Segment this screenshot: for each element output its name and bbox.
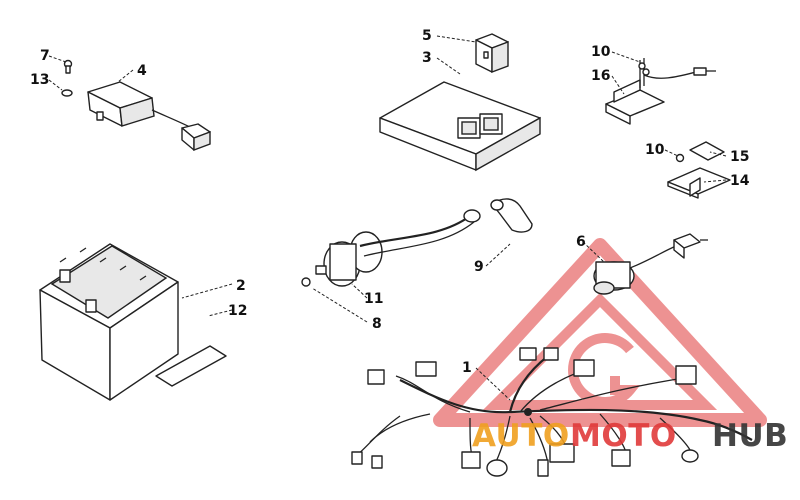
callout-14: 14 — [730, 173, 750, 189]
callout-10-lower: 10 — [645, 142, 665, 158]
leader-lines — [48, 35, 727, 401]
relay-part-5 — [475, 33, 509, 74]
watermark-auto: AUTO — [472, 418, 570, 454]
callout-4: 4 — [137, 63, 147, 79]
screw-part-8 — [301, 277, 311, 287]
bracket-part-14 — [667, 167, 731, 199]
callout-labels: 7 13 4 5 3 10 16 10 15 14 2 12 6 9 11 8 … — [30, 28, 750, 376]
callout-15: 15 — [730, 149, 749, 165]
callout-10-upper: 10 — [591, 44, 611, 60]
solenoid-part-11 — [315, 209, 481, 287]
module-part-4 — [87, 81, 211, 152]
screw-part-10-lower — [675, 153, 685, 163]
callout-12: 12 — [228, 303, 247, 319]
callout-8: 8 — [372, 316, 382, 332]
washer-part-13 — [61, 89, 73, 97]
wiring-harness-part-1 — [351, 347, 753, 477]
watermark-text: AUTO MOTO HUB — [472, 418, 788, 454]
battery-part-2 — [39, 243, 179, 401]
callout-9: 9 — [474, 259, 484, 275]
callout-5: 5 — [422, 28, 432, 44]
boot-part-9 — [490, 198, 533, 233]
callout-16: 16 — [591, 68, 610, 84]
bracket-part-16 — [605, 58, 716, 125]
callout-3: 3 — [422, 50, 432, 66]
callout-6: 6 — [576, 234, 586, 250]
watermark-hub: HUB — [712, 418, 788, 454]
callout-7: 7 — [40, 48, 50, 64]
screw-part-7 — [63, 59, 73, 74]
pad-part-15 — [689, 141, 725, 161]
callout-11: 11 — [364, 291, 383, 307]
screw-part-10-upper — [642, 68, 650, 76]
box-part-3 — [379, 81, 541, 172]
callout-13: 13 — [30, 72, 49, 88]
callout-2: 2 — [236, 278, 246, 294]
sensor-part-6 — [593, 233, 708, 295]
watermark-moto: MOTO — [570, 418, 677, 454]
callout-1: 1 — [462, 360, 472, 376]
label-part-12 — [155, 345, 227, 387]
